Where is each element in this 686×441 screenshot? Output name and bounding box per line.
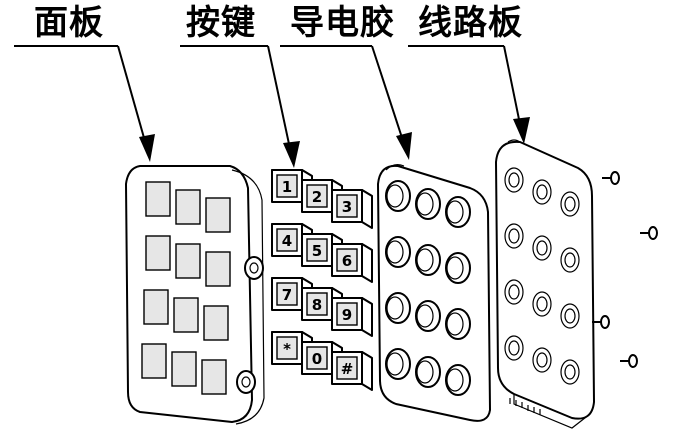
label-panel: 面板 <box>34 3 104 43</box>
screw <box>602 171 620 185</box>
key-legend: 0 <box>312 350 322 368</box>
rubber-dome <box>445 308 471 340</box>
pcb-contact-pad <box>532 235 552 261</box>
front-panel <box>125 165 265 425</box>
pcb-contact-pad <box>504 223 524 249</box>
key-legend: 2 <box>312 188 322 206</box>
screw <box>640 226 658 240</box>
rubber-dome <box>445 252 471 284</box>
pcb-contact-pad <box>532 179 552 205</box>
leader-lines <box>14 45 530 168</box>
panel-key-windows <box>141 181 231 395</box>
connector-pins <box>509 398 541 415</box>
key-legend: 8 <box>312 296 322 314</box>
rubber-dome <box>415 300 441 332</box>
key-cap: # <box>331 351 373 391</box>
key-cap: 6 <box>331 243 373 283</box>
pcb-contact-pad <box>532 291 552 317</box>
rubber-dome <box>415 356 441 388</box>
pcb-contact-pad <box>504 335 524 361</box>
pcb-contact-pad <box>504 279 524 305</box>
key-cap: 1 <box>271 169 313 209</box>
pcb-contact-pad <box>560 359 580 385</box>
label-keys: 按键 <box>186 3 256 43</box>
key-legend: 1 <box>282 178 292 196</box>
key-legend: 6 <box>342 252 352 270</box>
key-legend: # <box>341 360 354 378</box>
label-rubber: 导电胶 <box>290 3 395 43</box>
label-pcb: 线路板 <box>418 3 523 43</box>
conductive-rubber <box>377 164 491 422</box>
key-legend: 5 <box>312 242 322 260</box>
key-legend: 9 <box>342 306 352 324</box>
rubber-dome <box>415 188 441 220</box>
key-cap: 3 <box>331 189 373 229</box>
rubber-dome <box>385 348 411 380</box>
circuit-board <box>495 139 595 429</box>
pcb-contact-pad <box>532 347 552 373</box>
rubber-dome <box>385 180 411 212</box>
key-legend: 4 <box>282 232 292 250</box>
key-caps: 1 2 3 4 5 6 7 8 9 * 0 # <box>271 169 373 391</box>
rubber-dome <box>385 292 411 324</box>
rubber-dome <box>385 236 411 268</box>
screw <box>592 315 610 329</box>
pcb-contact-pad <box>560 303 580 329</box>
key-cap: 0 <box>301 341 343 381</box>
rubber-dome <box>415 244 441 276</box>
pcb-contact-pad <box>560 247 580 273</box>
pcb-contact-pad <box>560 191 580 217</box>
screws <box>592 171 658 368</box>
screw <box>620 354 638 368</box>
key-legend: * <box>283 340 291 358</box>
key-cap: * <box>271 331 313 371</box>
key-cap: 9 <box>331 297 373 337</box>
rubber-dome <box>445 364 471 396</box>
key-legend: 7 <box>282 286 292 304</box>
rubber-dome <box>445 196 471 228</box>
key-legend: 3 <box>342 198 352 216</box>
pcb-contact-pad <box>504 167 524 193</box>
